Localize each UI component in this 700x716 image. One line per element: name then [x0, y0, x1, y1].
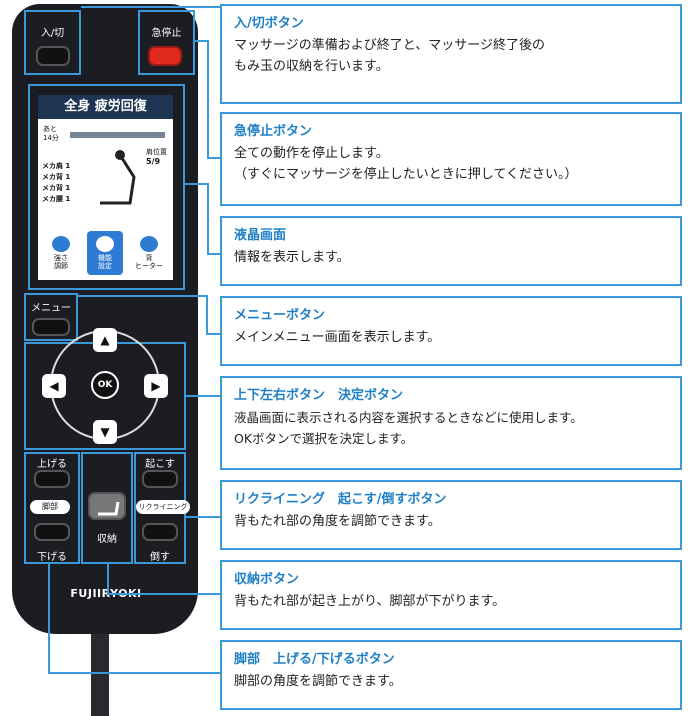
callout-storage: 収納ボタン 背もたれ部が起き上がり、脚部が下がります。 — [220, 560, 682, 630]
callout-dpad: 上下左右ボタン 決定ボタン 液晶画面に表示される内容を選択するときなどに使用しま… — [220, 376, 682, 470]
callout-menu-title: メニューボタン — [234, 308, 326, 323]
recline-lower-button[interactable] — [142, 523, 178, 541]
leg-up-button[interactable] — [34, 470, 70, 488]
menu-button-label: メニュー — [31, 303, 71, 314]
line-emergency-a — [195, 40, 207, 42]
tile-heater-label: 背 ヒーター — [135, 254, 163, 270]
position-label: 肩位置 — [146, 148, 167, 156]
heater-icon — [140, 236, 158, 252]
callout-power-body: マッサージの準備および終了と、マッサージ終了後の もみ玉の収納を行います。 — [234, 38, 545, 74]
mode-row-1: メカ肩 1 — [42, 162, 71, 170]
storage-button[interactable] — [88, 492, 126, 520]
storage-label: 収納 — [97, 534, 117, 545]
remaining-time: 14分 — [43, 134, 59, 142]
tile-strength[interactable]: 強さ 調節 — [43, 231, 79, 275]
callout-emergency-title: 急停止ボタン — [234, 124, 313, 139]
line-leg-a — [48, 564, 50, 674]
leg-buttons-highlight — [24, 452, 80, 564]
chair-fold-icon — [98, 501, 120, 516]
callout-leg-title: 脚部 上げる/下げるボタン — [234, 652, 395, 667]
leg-down-button[interactable] — [34, 523, 70, 541]
ok-button[interactable]: OK — [91, 371, 119, 399]
emergency-stop-label: 急停止 — [151, 28, 182, 39]
line-emergency-b — [207, 40, 209, 157]
line-lcd-b — [207, 183, 209, 255]
mode-row-2: メカ背 1 — [42, 173, 71, 181]
line-menu-b — [206, 295, 208, 335]
callout-lcd-title: 液晶画面 — [234, 228, 287, 243]
callout-lcd-body: 情報を表示します。 — [234, 250, 350, 265]
right-arrow-button[interactable]: ▶ — [144, 374, 168, 398]
storage-button-highlight — [81, 452, 133, 564]
strength-icon — [52, 236, 70, 252]
callout-power-title: 入/切ボタン — [234, 16, 304, 31]
leg-up-label: 上げる — [37, 459, 67, 470]
brand-logo: FUJIIRYOKI — [70, 587, 142, 600]
callout-storage-body: 背もたれ部が起き上がり、脚部が下がります。 — [234, 594, 506, 609]
down-arrow-icon: ▼ — [100, 425, 110, 439]
line-lcd-a — [185, 183, 209, 185]
line-storage-a — [107, 564, 109, 594]
recline-lower-label: 倒す — [150, 552, 170, 563]
line-storage-b — [107, 593, 220, 595]
callout-leg: 脚部 上げる/下げるボタン 脚部の角度を調節できます。 — [220, 640, 682, 710]
up-arrow-button[interactable]: ▲ — [93, 328, 117, 352]
callout-emergency-body: 全ての動作を停止します。 （すぐにマッサージを停止したいときに押してください。） — [234, 146, 578, 182]
recline-label: リクライニング — [136, 500, 190, 514]
leg-label: 脚部 — [30, 500, 70, 514]
down-arrow-button[interactable]: ▼ — [93, 420, 117, 444]
emergency-stop-highlight — [138, 10, 195, 75]
power-button-highlight — [24, 10, 81, 75]
line-menu-a — [78, 295, 208, 297]
progress-bar — [70, 132, 165, 138]
lcd-screen: 全身 疲労回復 あと 14分 肩位置 5/9 メカ肩 1 メカ背 1 メカ背 1… — [38, 95, 173, 280]
up-arrow-icon: ▲ — [100, 333, 110, 347]
function-icon — [96, 236, 114, 252]
power-button-label: 入/切 — [40, 28, 65, 39]
screen-title: 全身 疲労回復 — [38, 95, 173, 119]
line-lcd-c — [207, 253, 220, 255]
recline-raise-button[interactable] — [142, 470, 178, 488]
callout-menu-body: メインメニュー画面を表示します。 — [234, 330, 441, 345]
callout-leg-body: 脚部の角度を調節できます。 — [234, 674, 402, 689]
callout-recline-body: 背もたれ部の角度を調節できます。 — [234, 514, 441, 529]
menu-button[interactable] — [32, 318, 70, 336]
menu-button-highlight — [24, 293, 78, 341]
lcd-highlight — [28, 84, 185, 290]
tile-function-label: 機能 設定 — [98, 254, 112, 270]
callout-storage-title: 収納ボタン — [234, 572, 300, 587]
left-arrow-icon: ◀ — [49, 379, 59, 393]
leg-down-label: 下げる — [37, 552, 67, 563]
right-arrow-icon: ▶ — [151, 379, 161, 393]
power-button[interactable] — [36, 46, 70, 66]
remaining-prefix: あと — [43, 125, 57, 133]
callout-recline: リクライニング 起こす/倒すボタン 背もたれ部の角度を調節できます。 — [220, 480, 682, 550]
line-dpad — [186, 395, 220, 397]
line-recline — [186, 516, 220, 518]
tile-strength-label: 強さ 調節 — [54, 254, 68, 270]
tile-function[interactable]: 機能 設定 — [87, 231, 123, 275]
callout-lcd: 液晶画面 情報を表示します。 — [220, 216, 682, 286]
emergency-stop-button[interactable] — [148, 46, 182, 66]
chair-icon — [100, 150, 136, 205]
callout-recline-title: リクライニング 起こす/倒すボタン — [234, 492, 447, 507]
position-value: 5/9 — [146, 157, 161, 166]
line-leg-b — [48, 672, 220, 674]
callout-dpad-title: 上下左右ボタン 決定ボタン — [234, 388, 404, 403]
mode-row-3: メカ背 1 — [42, 184, 71, 192]
callout-menu: メニューボタン メインメニュー画面を表示します。 — [220, 296, 682, 366]
left-arrow-button[interactable]: ◀ — [42, 374, 66, 398]
line-emergency-c — [207, 157, 220, 159]
callout-emergency: 急停止ボタン 全ての動作を停止します。 （すぐにマッサージを停止したいときに押し… — [220, 112, 682, 206]
line-menu-c — [206, 333, 220, 335]
recline-raise-label: 起こす — [145, 459, 175, 470]
callout-power: 入/切ボタン マッサージの準備および終了と、マッサージ終了後の もみ玉の収納を行… — [220, 4, 682, 104]
line-power — [81, 6, 220, 8]
callout-dpad-body: 液晶画面に表示される内容を選択するときなどに使用します。 OKボタンで選択を決定… — [234, 410, 583, 446]
tile-heater[interactable]: 背 ヒーター — [131, 231, 167, 275]
mode-row-4: メカ腰 1 — [42, 195, 71, 203]
